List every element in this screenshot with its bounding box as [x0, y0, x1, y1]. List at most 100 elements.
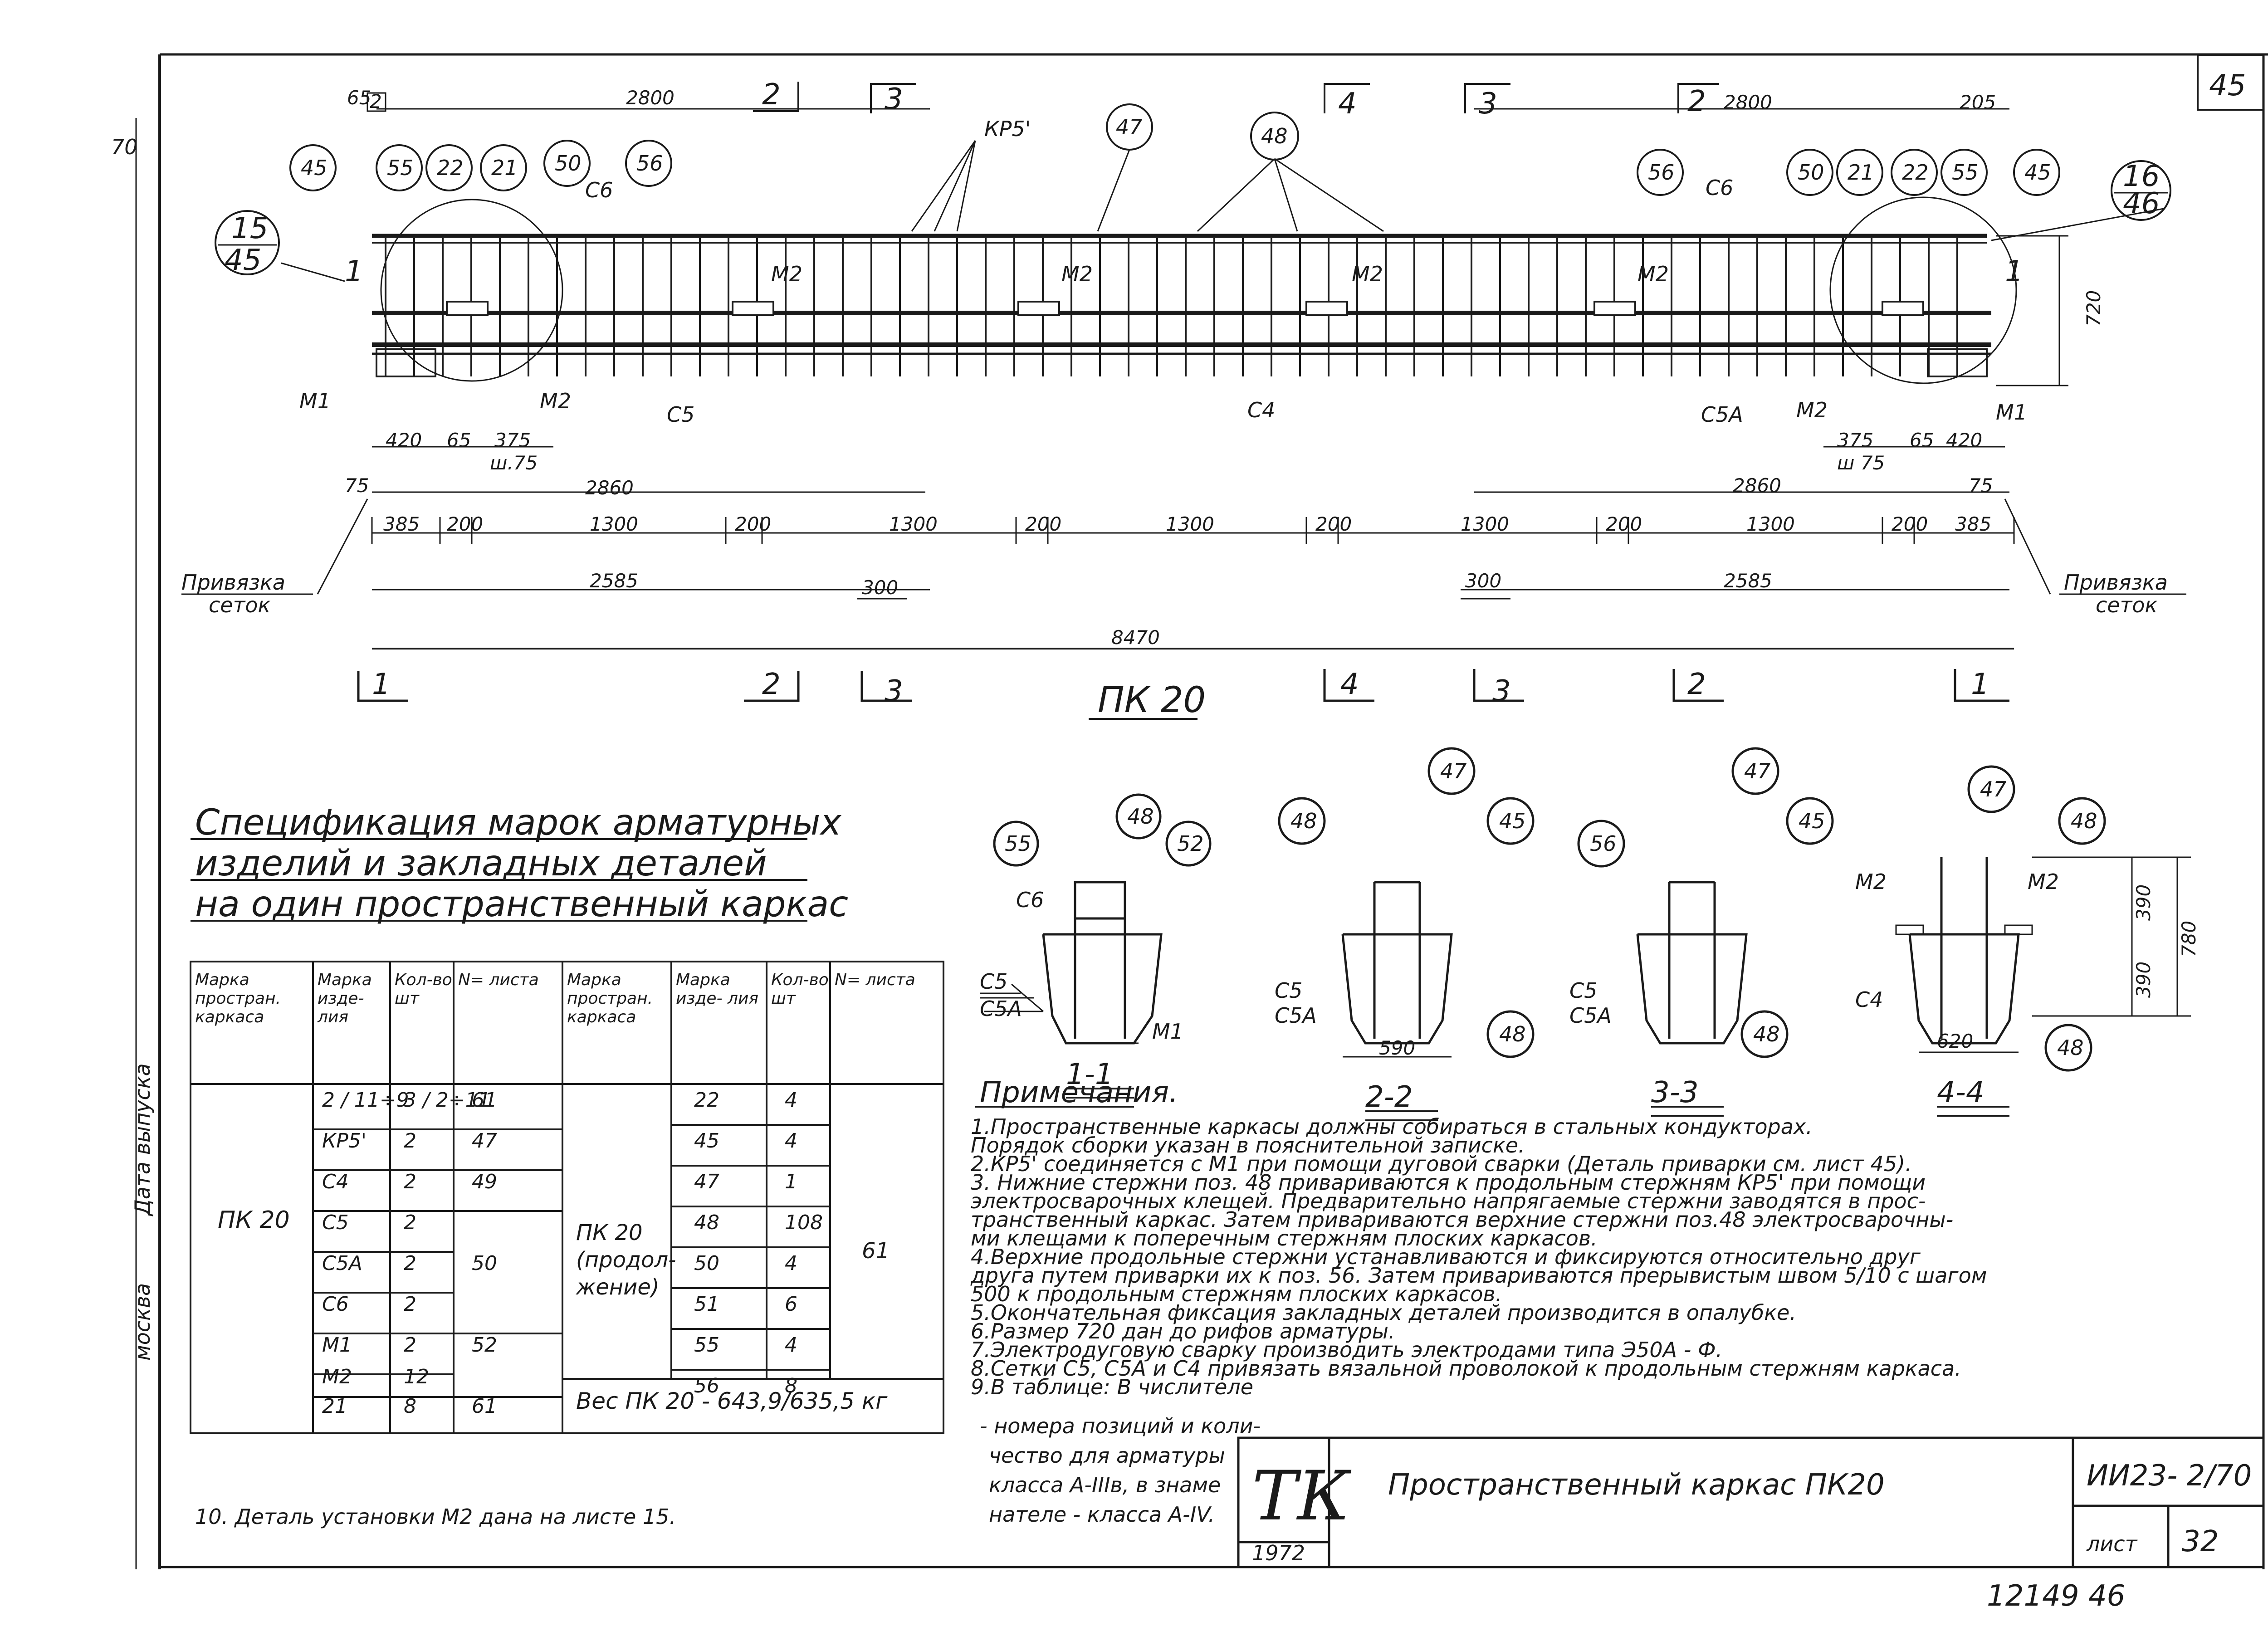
spec-right-item: 47 [694, 1170, 719, 1193]
section-2-right-bottom: 2 [1687, 668, 1706, 701]
row-1300-d: 1300 [1461, 513, 1509, 535]
row-385-right: 385 [1955, 513, 1991, 535]
callout-47: 47 [1116, 115, 1143, 139]
spec-table: Марка простран. каркаса Марка изде- лия … [191, 952, 1152, 1436]
spec-left-frame: ПК 20 [218, 1206, 290, 1234]
dim-8470: 8470 [1111, 626, 1160, 649]
m2-right-label: М2 [1796, 398, 1828, 422]
spec-right-qty: 6 [785, 1293, 797, 1316]
spec-left-item: С5А [322, 1252, 362, 1275]
sheet-corner-number: 45 [2209, 69, 2246, 103]
sec22-title: 2-2 [1365, 1080, 1413, 1114]
sec11-c6: С6 [1016, 888, 1044, 912]
note-line: Порядок сборки указан в пояснительной за… [971, 1133, 1525, 1157]
note-9-line-2: - номера позиций и коли- [980, 1414, 1261, 1438]
callout-45-right: 45 [2024, 160, 2051, 185]
spec-left-item: С5 [322, 1211, 349, 1234]
m2-plate [1305, 301, 1348, 316]
row-200-d: 200 [1315, 513, 1352, 535]
spec-weight: Вес ПК 20 - 643,9/635,5 кг [576, 1388, 888, 1414]
stamp-list-number: 32 [2182, 1525, 2219, 1558]
section-3-right-bottom: 3 [1492, 674, 1511, 708]
spec-right-qty: 4 [785, 1129, 797, 1153]
note-line: 3. Нижние стержни поз. 48 привариваются … [971, 1170, 1926, 1195]
note-9-line-5: нателе - класса А-IV. [989, 1502, 1215, 1527]
weld-step-right: ш 75 [1837, 452, 1885, 474]
note-line: 2.КР5' соединяется с М1 при помощи дугов… [971, 1152, 1912, 1176]
spec-title-2: изделий и закладных деталей [195, 843, 767, 884]
spec-left-sheet: 52 [472, 1333, 497, 1357]
spec-left-qty: 12 [404, 1365, 429, 1388]
spec-table-grid [190, 961, 944, 1434]
note-line: 9.В таблице: В числителе [971, 1375, 1253, 1399]
spec-header-frame-left: Марка простран. каркаса [195, 971, 281, 1026]
spec-right-frame-2: (продол- [576, 1247, 676, 1273]
section-4-4 [1895, 765, 2191, 1117]
dim-2860-left: 2860 [585, 477, 634, 499]
sec22-c5a: С5А [1275, 1003, 1317, 1028]
sec44-c4: С4 [1855, 987, 1883, 1012]
spec-right-sheet: 61 [862, 1238, 890, 1264]
privyazka-left-1: Привязка [181, 570, 285, 595]
dim-2585-right: 2585 [1724, 570, 1772, 592]
spec-right-qty: 8 [785, 1374, 797, 1397]
margin-v2: москва [130, 1283, 155, 1361]
sec11-m1: М1 [1152, 1019, 1183, 1044]
section-1-right-bottom: 1 [1971, 668, 1989, 701]
section-3-3 [1577, 747, 1834, 1117]
spec-left-sheet: 49 [472, 1170, 497, 1193]
dim-75-left: 75 [345, 474, 369, 497]
spec-header-qty-left: Кол-во шт [395, 971, 452, 1008]
spec-left-qty: 3 / 2÷11 [404, 1089, 491, 1112]
row-385-left: 385 [383, 513, 420, 535]
dim-2800-right: 2800 [1724, 91, 1772, 113]
spec-left-sheet: 50 [472, 1252, 497, 1275]
spec-right-qty: 108 [785, 1211, 823, 1234]
c4-label: С4 [1247, 398, 1275, 422]
spec-left-qty: 2 [404, 1293, 416, 1316]
sec33-title: 3-3 [1651, 1076, 1699, 1109]
section-1-left-bottom: 1 [372, 668, 391, 701]
spec-right-frame-1: ПК 20 [576, 1220, 643, 1245]
m2-plate [1593, 301, 1636, 316]
spec-right-item: 55 [694, 1333, 719, 1357]
sec44-dim-390-bottom: 390 [2132, 962, 2155, 998]
note-line: 500 к продольным стержням плоских каркас… [971, 1282, 1502, 1306]
row-1300-a: 1300 [590, 513, 638, 535]
dim-65-left: 65 [447, 429, 471, 451]
m2-label-2: М2 [1061, 262, 1093, 286]
sec22-callout-48b: 48 [1499, 1022, 1526, 1046]
spec-header-item-left: Марка изде- лия [318, 971, 372, 1026]
callout-21-right: 21 [1848, 160, 1874, 185]
sec11-callout-52: 52 [1177, 831, 1204, 856]
m2-left-label: М2 [540, 389, 571, 413]
note-line: друга путем приварки их к поз. 56. Затем… [970, 1263, 1987, 1288]
sec11-callout-48: 48 [1127, 804, 1154, 829]
sec22-callout-48: 48 [1290, 809, 1317, 833]
sec33-c5a: С5А [1569, 1003, 1612, 1028]
section-4-bottom: 4 [1340, 668, 1359, 701]
spec-left-qty: 2 [404, 1129, 416, 1153]
note-line: 7.Электродуговую сварку производить элек… [971, 1338, 1722, 1362]
row-200-a: 200 [447, 513, 483, 535]
spec-header-item-right: Марка изде- лия [676, 971, 759, 1008]
note-9-line-3: чество для арматуры [989, 1443, 1225, 1468]
drawing-title: ПК 20 [1098, 680, 1206, 721]
callout-50-right: 50 [1798, 160, 1824, 185]
weld-step-left: ш.75 [490, 452, 538, 474]
row-1300-e: 1300 [1746, 513, 1795, 535]
notes-block: 1.Пространственные каркасы должны собира… [970, 1114, 1987, 1399]
row-200-f: 200 [1892, 513, 1928, 535]
spec-left-sheet: 61 [472, 1089, 497, 1112]
row-200-b: 200 [735, 513, 771, 535]
kp5-label: КР5' [984, 117, 1031, 141]
spec-left-sheet: 47 [472, 1129, 497, 1153]
m2-plate [1017, 301, 1060, 316]
dim-720: 720 [2082, 290, 2105, 327]
dim-2860-right: 2860 [1733, 474, 1781, 497]
m1-right-label: М1 [1996, 400, 2027, 425]
callout-56-left: 56 [636, 151, 663, 176]
sec44-callout-48: 48 [2071, 809, 2097, 833]
spec-right-qty: 4 [785, 1333, 797, 1357]
